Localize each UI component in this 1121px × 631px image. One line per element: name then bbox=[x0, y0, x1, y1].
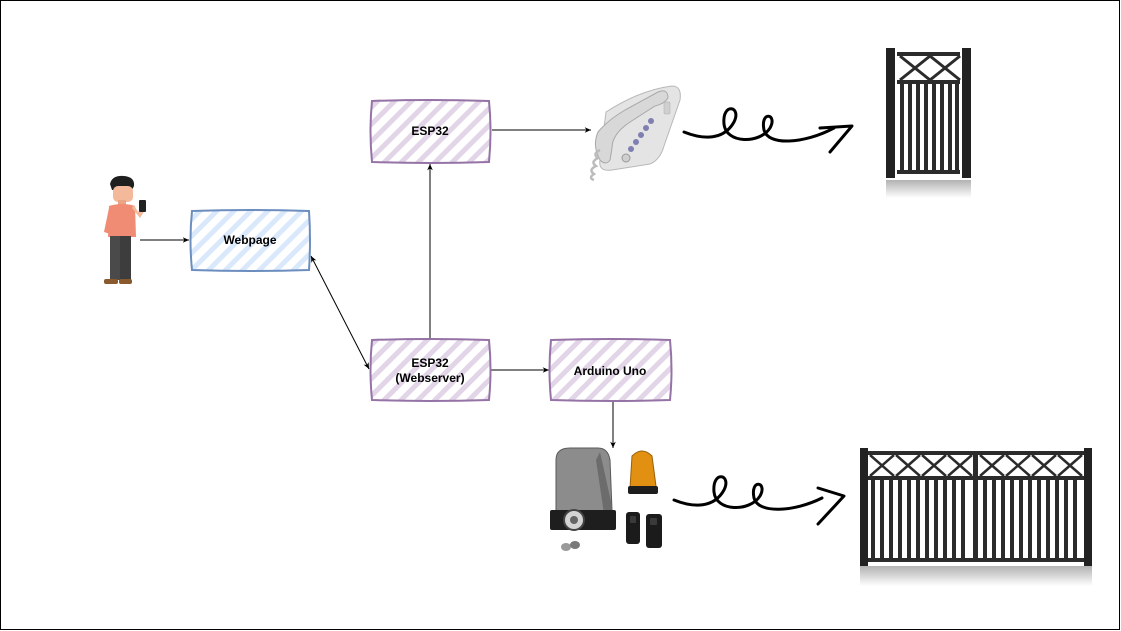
sliding-gate-motor-kit-icon bbox=[550, 447, 662, 551]
node-esp32-label: ESP32 bbox=[411, 124, 449, 138]
squiggle-arrow-icon-2 bbox=[672, 475, 846, 526]
node-esp32-webserver[interactable]: ESP32 (Webserver) bbox=[369, 338, 492, 402]
node-esp32-webserver-label-line2: (Webserver) bbox=[395, 371, 464, 385]
node-esp32-webserver-label-line1: ESP32 bbox=[411, 356, 449, 370]
node-arduino-uno[interactable]: Arduino Uno bbox=[548, 338, 673, 402]
edge-webpage-webserver bbox=[310, 255, 370, 370]
node-esp32[interactable]: ESP32 bbox=[369, 99, 492, 164]
pedestrian-gate-icon bbox=[886, 48, 971, 198]
wall-telephone-icon bbox=[589, 85, 681, 182]
node-webpage[interactable]: Webpage bbox=[189, 209, 311, 272]
edges bbox=[140, 127, 616, 448]
sliding-gate-icon bbox=[860, 448, 1092, 586]
person-with-phone-icon bbox=[104, 175, 146, 284]
squiggle-arrow-icon bbox=[682, 107, 854, 154]
node-webpage-label: Webpage bbox=[223, 233, 276, 247]
node-arduino-uno-label: Arduino Uno bbox=[574, 364, 647, 378]
